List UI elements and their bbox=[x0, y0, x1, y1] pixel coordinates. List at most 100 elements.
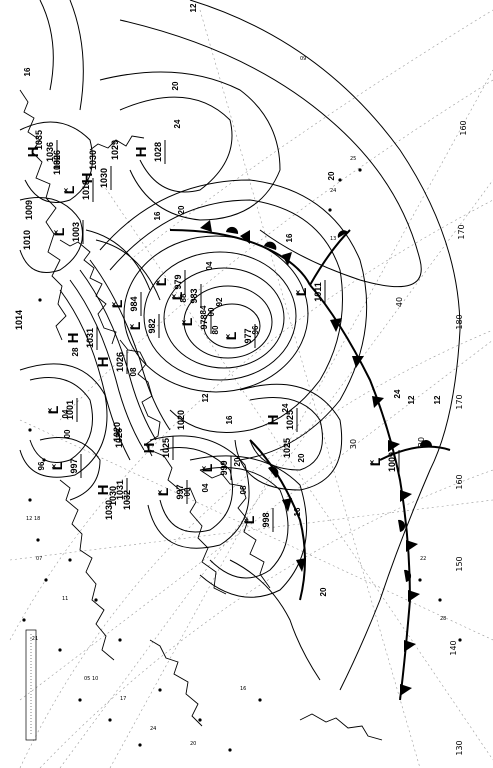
pressure-label: 1025 bbox=[282, 438, 292, 458]
isobar-label: 96 bbox=[37, 461, 46, 470]
isobar-label: 20 bbox=[319, 587, 328, 596]
center-l-symbol: L bbox=[241, 515, 257, 524]
center-x-icon: × bbox=[244, 516, 249, 525]
center-pressure-value: 1036 bbox=[45, 142, 55, 162]
center-l-symbol: L bbox=[169, 291, 185, 300]
svg-text:22: 22 bbox=[420, 556, 426, 562]
pressure-label: 1032 bbox=[122, 490, 132, 510]
isobar-label: 12 bbox=[201, 393, 210, 402]
isobar-label: 80 bbox=[211, 325, 220, 334]
center-pressure-value: 1030 bbox=[99, 168, 109, 188]
isobar-label: 20 bbox=[297, 453, 306, 462]
center-x-icon: × bbox=[158, 488, 163, 497]
center-pressure-value: 1009 bbox=[387, 452, 397, 472]
center-pressure-value: 1018 bbox=[81, 180, 91, 200]
graticule-label: 140 bbox=[449, 640, 458, 655]
center-pressure-value: 984 bbox=[129, 296, 139, 311]
graticule bbox=[9, 9, 493, 768]
center-pressure-value: 1028 bbox=[153, 142, 163, 162]
graticule-label: 130 bbox=[455, 740, 464, 755]
isobar-label: 16 bbox=[293, 507, 302, 516]
center-pressure-value: 1025 bbox=[161, 438, 171, 458]
center-x-icon: × bbox=[48, 406, 53, 415]
center-x-icon: × bbox=[112, 300, 117, 309]
graticule-label: 170 bbox=[455, 394, 464, 409]
center-h-symbol: H bbox=[95, 485, 112, 496]
center-x-icon: × bbox=[130, 322, 135, 331]
center-l-symbol: L bbox=[293, 287, 309, 296]
graticule-label: 170 bbox=[457, 224, 466, 239]
isobar-label: 08 bbox=[239, 485, 248, 494]
isobar-label: 88 bbox=[179, 293, 188, 302]
pressure-label: 1029 bbox=[110, 140, 120, 160]
isobar-label: 24 bbox=[281, 403, 290, 412]
center-h-symbol: H bbox=[79, 173, 96, 184]
isobar-label: 84 bbox=[199, 305, 208, 314]
isobar-label: 24 bbox=[393, 389, 402, 398]
center-x-icon: × bbox=[64, 186, 69, 195]
center-l-symbol: L bbox=[45, 405, 61, 414]
center-l-symbol: L bbox=[223, 331, 239, 340]
graticule-label: 160 bbox=[459, 120, 468, 135]
center-x-icon: × bbox=[52, 462, 57, 471]
center-x-icon: × bbox=[172, 292, 177, 301]
center-pressure-value: 1011 bbox=[313, 282, 323, 302]
isobar-label: 16 bbox=[225, 415, 234, 424]
center-pressure-value: 979 bbox=[173, 274, 183, 289]
isobar-label: 24 bbox=[173, 119, 182, 128]
svg-text:17: 17 bbox=[120, 696, 126, 702]
center-x-icon: × bbox=[156, 278, 161, 287]
center-pressure-value: 997 bbox=[175, 484, 185, 499]
isobar-label: 00 bbox=[183, 487, 192, 496]
center-l-symbol: L bbox=[49, 461, 65, 470]
center-l-symbol: L bbox=[51, 227, 67, 236]
graticule-label: 40 bbox=[395, 297, 404, 307]
isobar-value-labels: 1216202420160400969288848008121620242804… bbox=[23, 3, 442, 596]
center-l-symbol: L bbox=[367, 457, 383, 466]
center-pressure-value: 1031 bbox=[85, 328, 95, 348]
isobar-label: 96 bbox=[251, 325, 260, 334]
isobar-label: 08 bbox=[129, 367, 138, 376]
graticule-label: 20 bbox=[417, 437, 426, 447]
isobar-label: 12 bbox=[433, 395, 442, 404]
center-x-icon: × bbox=[182, 318, 187, 327]
pressure-label: 1030 bbox=[108, 486, 118, 506]
svg-text:28: 28 bbox=[440, 616, 446, 622]
pressure-label: 1014 bbox=[14, 310, 24, 330]
center-l-symbol: L bbox=[179, 317, 195, 326]
graticule-label: 180 bbox=[455, 314, 464, 329]
pressure-label: 1030 bbox=[88, 150, 98, 170]
pressure-label: 1026 bbox=[114, 428, 124, 448]
center-pressure-value: 977 bbox=[243, 328, 253, 343]
isobar-label: 20 bbox=[233, 457, 242, 466]
isobars bbox=[19, 0, 461, 691]
center-pressure-value: 1026 bbox=[115, 352, 125, 372]
isobar-label: 00 bbox=[207, 307, 216, 316]
svg-text:12 18: 12 18 bbox=[26, 516, 40, 522]
isobar-label: 16 bbox=[285, 233, 294, 242]
svg-text:13: 13 bbox=[330, 236, 336, 242]
isobar-label: 92 bbox=[215, 297, 224, 306]
graticule-label: 150 bbox=[455, 556, 464, 571]
fronts bbox=[169, 229, 451, 701]
svg-text:24: 24 bbox=[330, 188, 336, 194]
station-plots bbox=[22, 168, 462, 752]
front-semicircles bbox=[226, 226, 432, 582]
center-l-symbol: L bbox=[155, 487, 171, 496]
pressure-label: 1020 bbox=[112, 422, 122, 442]
isobar-label: 16 bbox=[153, 211, 162, 220]
isobar-label: 04 bbox=[205, 261, 214, 270]
svg-text:-21: -21 bbox=[30, 636, 38, 642]
center-pressure-value: 999 bbox=[219, 460, 229, 475]
svg-text:25: 25 bbox=[350, 156, 356, 162]
isobar-label: 16 bbox=[23, 67, 32, 76]
center-pressure-value: 1001 bbox=[65, 400, 75, 420]
pressure-label: 1009 bbox=[24, 200, 34, 220]
isobar-label: 04 bbox=[201, 483, 210, 492]
center-h-symbol: H bbox=[265, 415, 282, 426]
center-x-icon: × bbox=[202, 464, 207, 473]
center-l-symbol: L bbox=[199, 463, 215, 472]
center-l-symbol: L bbox=[127, 321, 143, 330]
